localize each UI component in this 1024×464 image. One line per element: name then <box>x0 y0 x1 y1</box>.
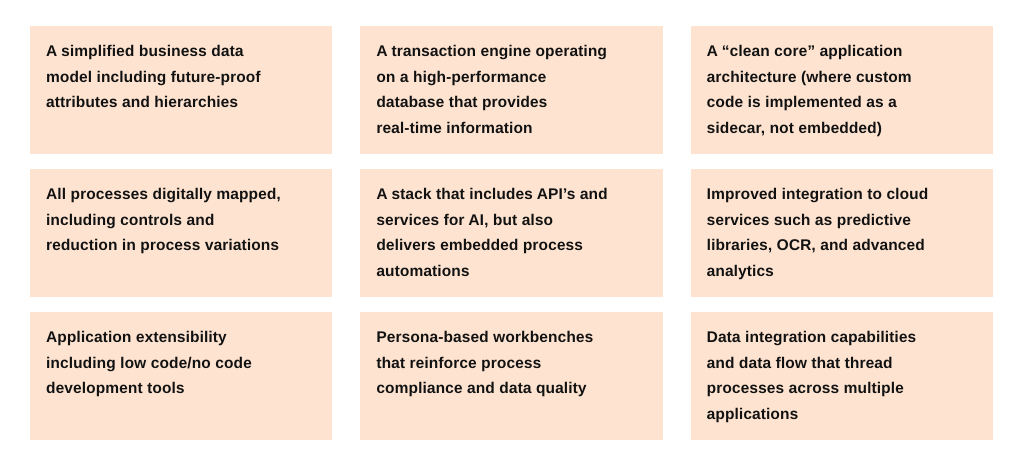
card-grid: A simplified business data model includi… <box>30 26 993 440</box>
card-clean-core-architecture: A “clean core” application architecture … <box>690 26 993 154</box>
card-text: A simplified business data model includi… <box>46 43 261 111</box>
card-text: A transaction engine operating on a high… <box>376 43 607 137</box>
card-stack-apis-and-ai-services: A stack that includes API’s and services… <box>360 169 663 297</box>
card-text: Persona-based workbenches that reinforce… <box>376 329 594 397</box>
card-improved-cloud-integration: Improved integration to cloud services s… <box>690 169 993 297</box>
card-processes-digitally-mapped: All processes digitally mapped, includin… <box>30 169 333 297</box>
card-text: Application extensibility including low … <box>46 329 252 397</box>
card-text: A stack that includes API’s and services… <box>376 186 608 280</box>
card-text: All processes digitally mapped, includin… <box>46 186 281 254</box>
card-text: Data integration capabilities and data f… <box>706 329 917 423</box>
card-text: Improved integration to cloud services s… <box>706 186 929 280</box>
card-simplified-business-data-model: A simplified business data model includi… <box>30 26 333 154</box>
card-data-integration-capabilities: Data integration capabilities and data f… <box>690 312 993 440</box>
card-application-extensibility: Application extensibility including low … <box>30 312 333 440</box>
card-transaction-engine: A transaction engine operating on a high… <box>360 26 663 154</box>
card-text: A “clean core” application architecture … <box>706 43 912 137</box>
card-persona-based-workbenches: Persona-based workbenches that reinforce… <box>360 312 663 440</box>
